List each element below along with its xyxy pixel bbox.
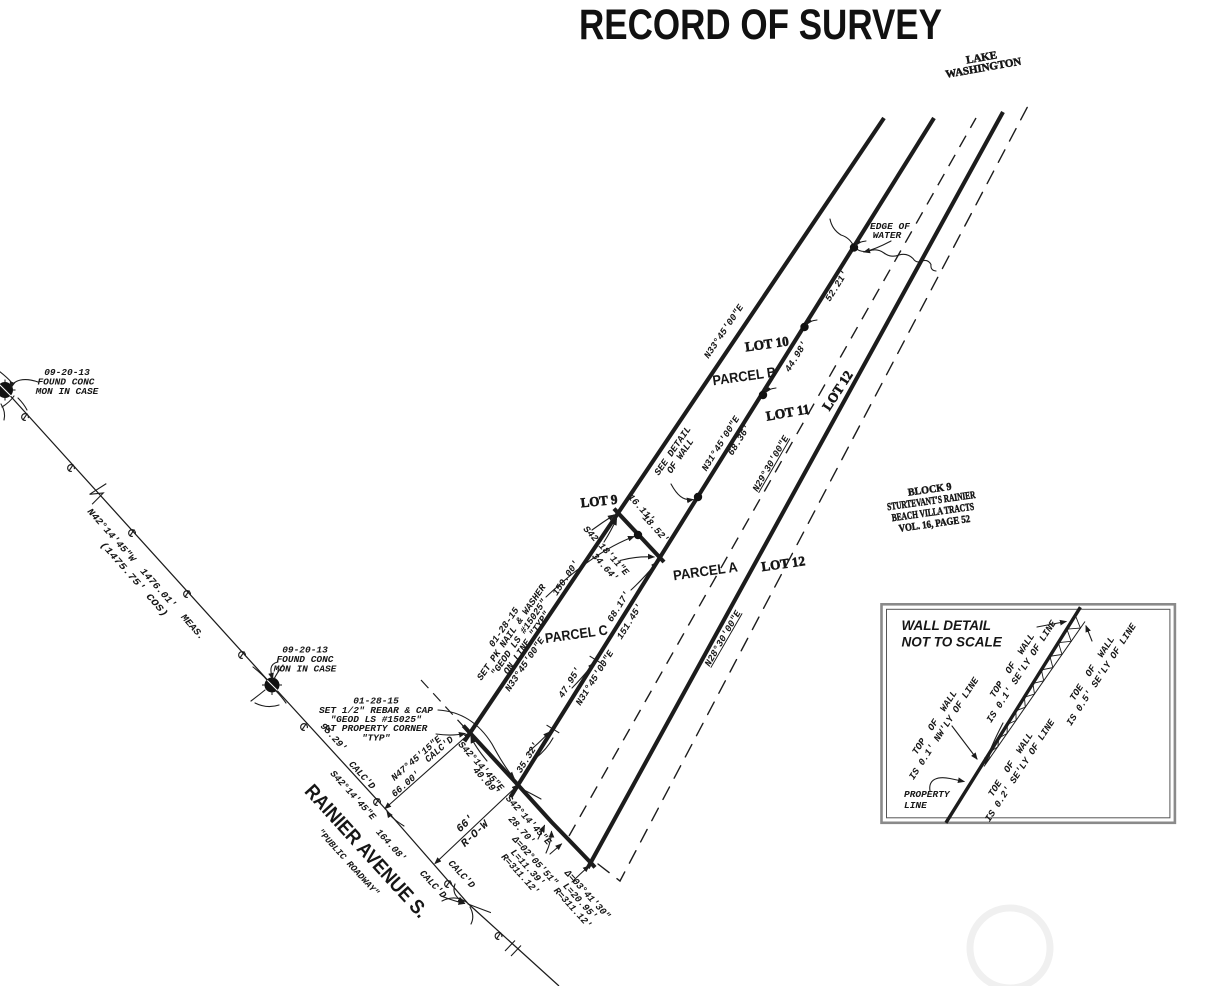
svg-text:"GEOD LS #15025": "GEOD LS #15025" xyxy=(330,714,422,725)
svg-text:"TYP": "TYP" xyxy=(362,732,391,743)
svg-text:LOT 9: LOT 9 xyxy=(580,492,619,511)
svg-text:NOT TO SCALE: NOT TO SCALE xyxy=(902,635,1003,650)
svg-text:FOUND CONC: FOUND CONC xyxy=(37,377,94,388)
svg-text:09-20-13: 09-20-13 xyxy=(44,367,90,378)
svg-text:FOUND CONC: FOUND CONC xyxy=(276,654,333,665)
svg-text:WATER: WATER xyxy=(873,230,902,241)
svg-text:MON IN CASE: MON IN CASE xyxy=(273,664,337,675)
svg-text:AT PROPERTY CORNER: AT PROPERTY CORNER xyxy=(324,723,428,734)
svg-text:RECORD OF SURVEY: RECORD OF SURVEY xyxy=(579,2,942,49)
svg-text:LINE: LINE xyxy=(904,800,927,811)
svg-text:LOT 10: LOT 10 xyxy=(744,333,790,354)
svg-text:MON IN CASE: MON IN CASE xyxy=(35,386,99,397)
svg-text:EDGE OF: EDGE OF xyxy=(870,221,910,232)
svg-text:SET 1/2" REBAR & CAP: SET 1/2" REBAR & CAP xyxy=(319,705,433,716)
svg-text:09-20-13: 09-20-13 xyxy=(282,645,328,656)
svg-text:LAKE: LAKE xyxy=(965,49,998,66)
svg-text:WALL DETAIL: WALL DETAIL xyxy=(902,618,992,633)
svg-text:PROPERTY: PROPERTY xyxy=(904,789,951,800)
svg-text:LOT 12: LOT 12 xyxy=(760,553,806,574)
svg-text:01-28-15: 01-28-15 xyxy=(353,696,399,707)
